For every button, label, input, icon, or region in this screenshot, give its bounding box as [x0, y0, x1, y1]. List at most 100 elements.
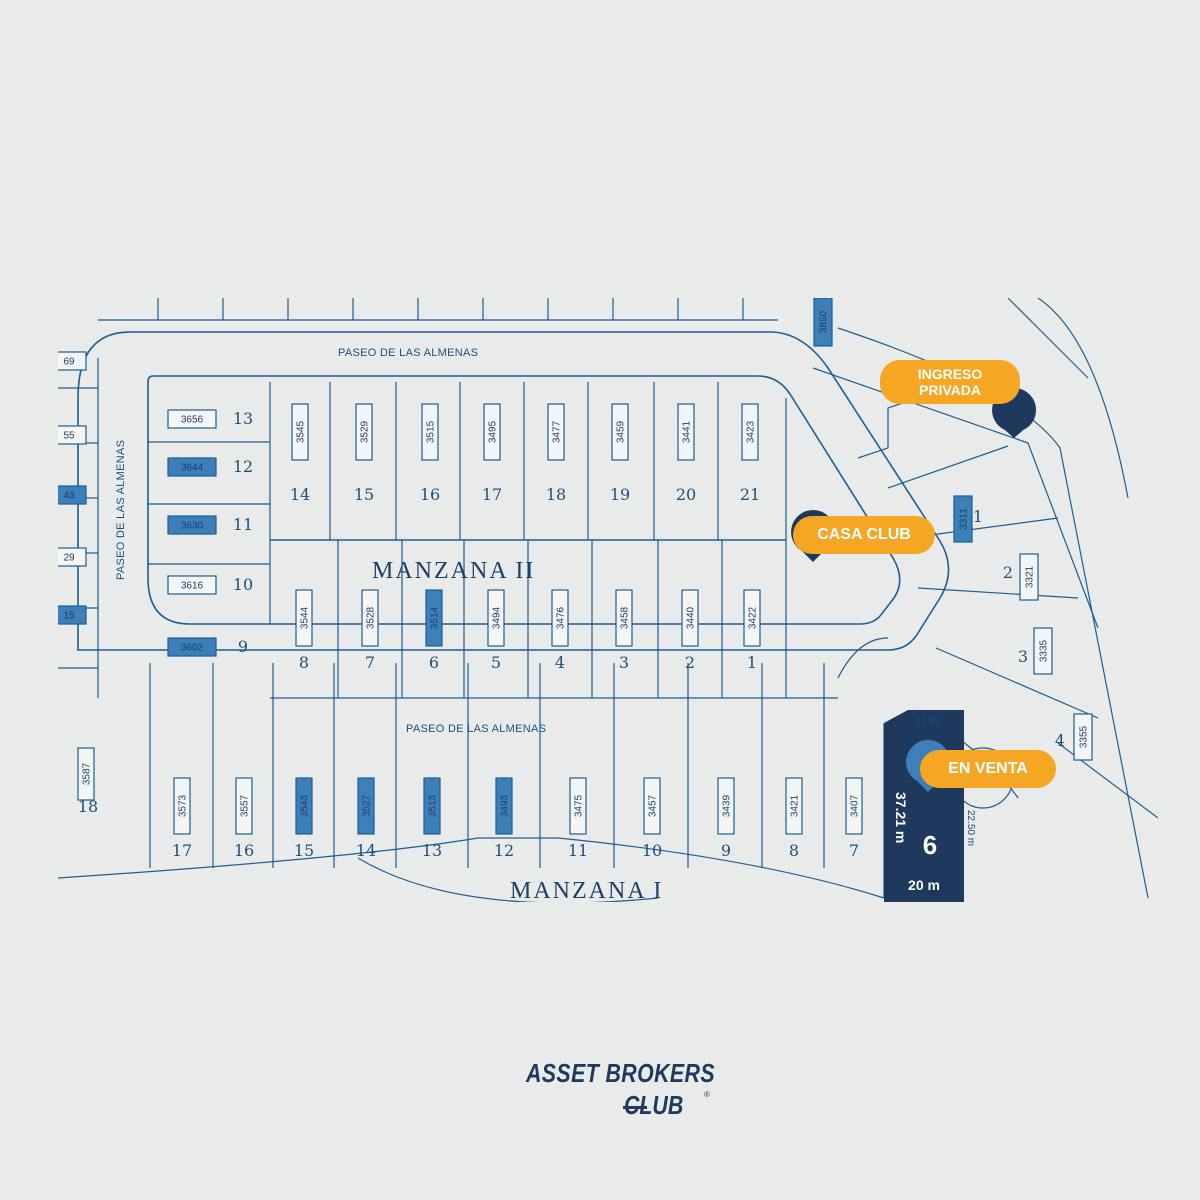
lot-box-3544-code: 3544 [300, 606, 311, 629]
lot-box-3311-box [953, 495, 973, 543]
lot-box-3441[interactable]: 3441 [677, 403, 695, 461]
lot-box-3407[interactable]: 3407 [845, 777, 863, 835]
lot-box-3513-code: 3513 [428, 794, 439, 817]
street-label-bottom: PASEO DE LAS ALMENAS [406, 723, 546, 735]
marker-casa-club[interactable]: CASA CLUB [793, 516, 935, 554]
lot-number-w-11: 11 [233, 515, 253, 534]
lot-box-edge-29[interactable]: 29 [58, 547, 87, 567]
lot-box-3493-box [495, 777, 513, 835]
lot-box-edge-55[interactable]: 55 [58, 425, 87, 445]
lot-box-3477-box [547, 403, 565, 461]
lot-box-3476[interactable]: 3476 [551, 589, 569, 647]
lot-number-e-3: 3 [1018, 647, 1028, 666]
lot-number-m1-8: 8 [789, 841, 799, 860]
lot-box-3493-code: 3493 [500, 794, 511, 817]
lot-box-3440[interactable]: 3440 [681, 589, 699, 647]
marker-ingreso-privada[interactable]: INGRESO PRIVADA [880, 360, 1020, 404]
lot-box-3475[interactable]: 3475 [569, 777, 587, 835]
lot-box-3573[interactable]: 3573 [173, 777, 191, 835]
lot-box-3527[interactable]: 3527 [357, 777, 375, 835]
lot-number-e-1: 1 [973, 507, 983, 526]
lot-number-n-21: 21 [740, 485, 760, 504]
lot-box-3557-box [235, 777, 253, 835]
lot-box-3573-box [173, 777, 191, 835]
lot-box-3421[interactable]: 3421 [785, 777, 803, 835]
lot-box-edge-15[interactable]: 15 [58, 605, 87, 625]
lot-box-edge-69[interactable]: 69 [58, 351, 87, 371]
marker-en-venta[interactable]: EN VENTA [920, 750, 1056, 788]
lot-box-3587[interactable]: 3587 [77, 747, 95, 801]
featured-lot-depth: 37.21 m [893, 792, 909, 843]
lot-box-3616[interactable]: 3616 [167, 575, 217, 595]
featured-lot[interactable]: 6 37.21 m 20 m [884, 710, 964, 902]
lot-box-edge-43[interactable]: 43 [58, 485, 87, 505]
lot-box-3458[interactable]: 3458 [615, 589, 633, 647]
lot-box-3493[interactable]: 3493 [495, 777, 513, 835]
lot-box-3514[interactable]: 3514 [425, 589, 443, 647]
lot-box-3477-code: 3477 [552, 420, 563, 443]
lot-box-3543-code: 3543 [300, 794, 311, 817]
lot-box-3459[interactable]: 3459 [611, 403, 629, 461]
featured-lot-number: 6 [923, 830, 937, 860]
lot-box-3644[interactable]: 3644 [167, 457, 217, 477]
lot-box-3477[interactable]: 3477 [547, 403, 565, 461]
lot-box-3321[interactable]: 3321 [1019, 553, 1039, 601]
lot-box-3495[interactable]: 3495 [483, 403, 501, 461]
block-label-manzana-ii: MANZANA II [372, 558, 535, 584]
lot-box-3513[interactable]: 3513 [423, 777, 441, 835]
lot-box-3545[interactable]: 3545 [291, 403, 309, 461]
lot-box-3355-code: 3355 [1079, 725, 1090, 748]
lot-box-3528-code: 3528 [366, 606, 377, 629]
lot-box-3476-box [551, 589, 569, 647]
lot-number-e-4: 4 [1055, 731, 1065, 750]
lot-number-w-10: 10 [233, 575, 253, 594]
lot-number-n-18: 18 [546, 485, 566, 504]
lot-box-3335-box [1033, 627, 1053, 675]
lot-number-s-6: 6 [429, 653, 439, 672]
lot-box-3457[interactable]: 3457 [643, 777, 661, 835]
lot-box-3543[interactable]: 3543 [295, 777, 313, 835]
logo-line1: ASSET BROKERS [526, 1058, 715, 1088]
lot-box-edge-29-box [58, 547, 87, 567]
lot-box-3602-code: 3602 [181, 643, 204, 654]
lot-box-3423-code: 3423 [746, 420, 757, 443]
lot-box-3557[interactable]: 3557 [235, 777, 253, 835]
logo-line2: CLUB [624, 1090, 684, 1120]
lot-box-3495-box [483, 403, 501, 461]
lot-box-3544-box [295, 589, 313, 647]
lot-number-w-13: 13 [233, 409, 253, 428]
lot-box-3644-code: 3644 [181, 463, 204, 474]
lot-box-3529-box [355, 403, 373, 461]
lot-box-3515[interactable]: 3515 [421, 403, 439, 461]
lot-box-3545-code: 3545 [296, 420, 307, 443]
lot-box-3544[interactable]: 3544 [295, 589, 313, 647]
lot-number-m1-17: 17 [172, 841, 192, 860]
lot-box-3422[interactable]: 3422 [743, 589, 761, 647]
lot-box-3458-box [615, 589, 633, 647]
lot-box-3528[interactable]: 3528 [361, 589, 379, 647]
lot-box-3335[interactable]: 3335 [1033, 627, 1053, 675]
lot-box-3423[interactable]: 3423 [741, 403, 759, 461]
lot-number-m1-7: 7 [849, 841, 859, 860]
lot-box-3513-box [423, 777, 441, 835]
lot-box-3602[interactable]: 3602 [167, 637, 217, 657]
lot-number-e-2: 2 [1003, 563, 1013, 582]
lot-box-3529[interactable]: 3529 [355, 403, 373, 461]
lot-box-3355[interactable]: 3355 [1073, 713, 1093, 761]
featured-lot-front: 20 m [908, 877, 940, 893]
lot-box-3587-code: 3587 [82, 762, 93, 785]
lot-box-3656[interactable]: 3656 [167, 409, 217, 429]
lot-number-m1-13: 13 [422, 841, 442, 860]
lot-box-3494[interactable]: 3494 [487, 589, 505, 647]
lot-box-3311[interactable]: 3311 [953, 495, 973, 543]
lot-box-3630[interactable]: 3630 [167, 515, 217, 535]
featured-lot-side: 22.50 m [965, 810, 976, 846]
lot-box-3439-box [717, 777, 735, 835]
lot-box-3630-code: 3630 [181, 521, 204, 532]
lot-box-3850[interactable]: 3850 [813, 298, 833, 347]
lot-box-3475-code: 3475 [574, 794, 585, 817]
lot-box-3439[interactable]: 3439 [717, 777, 735, 835]
lot-box-3644-box [167, 457, 217, 477]
lot-number-m1-9: 9 [721, 841, 731, 860]
lot-box-3557-code: 3557 [240, 794, 251, 817]
